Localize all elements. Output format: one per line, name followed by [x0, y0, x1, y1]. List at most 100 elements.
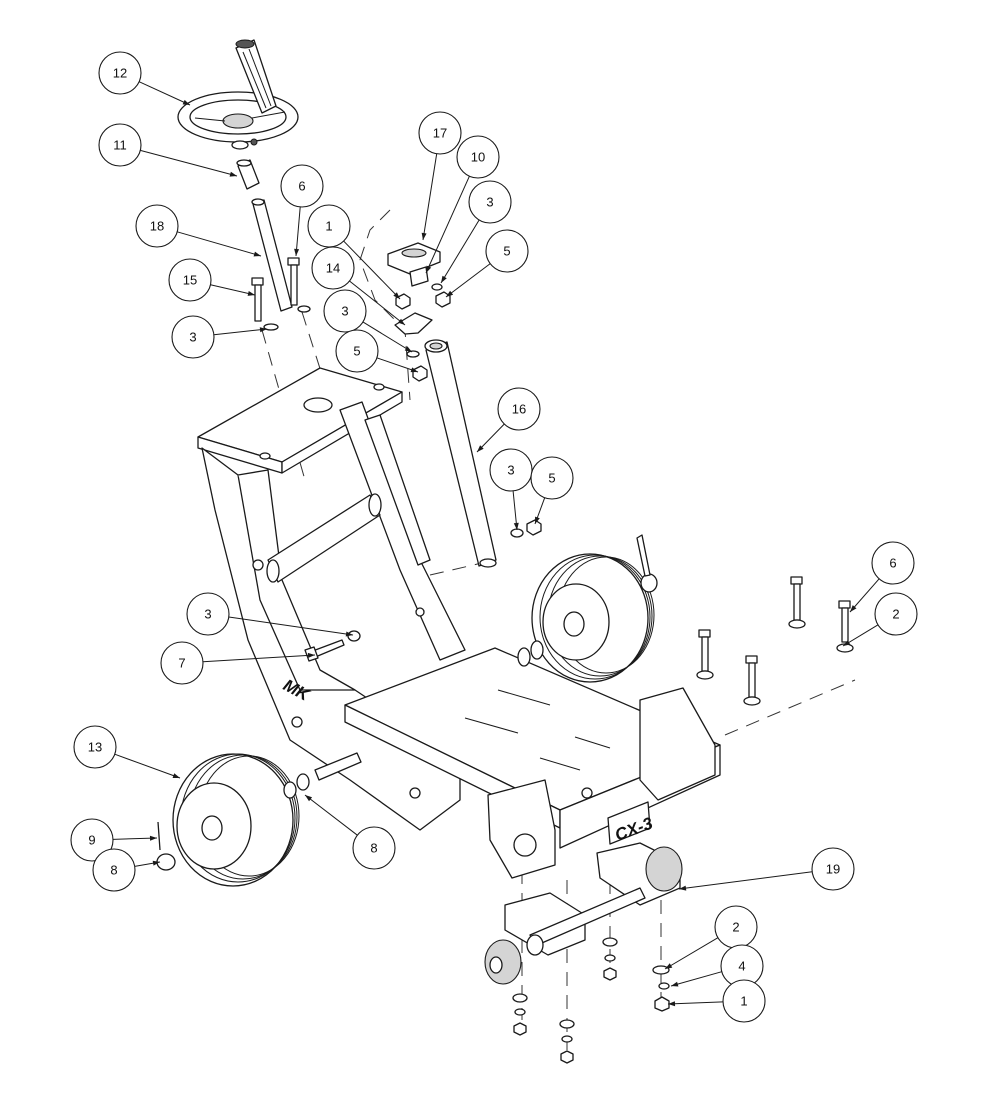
callout-arrowhead	[535, 516, 540, 524]
callout-arrowhead	[345, 631, 353, 637]
callout-bubble	[311, 246, 355, 290]
callout-bubble	[352, 826, 396, 870]
callout-15: 15	[168, 258, 256, 302]
callout-10: 10	[425, 135, 500, 274]
callout-label: 19	[826, 862, 840, 877]
callout-3: 3	[323, 289, 413, 353]
callout-leader	[138, 81, 191, 106]
callout-bubble	[92, 848, 136, 892]
callout-bubble	[280, 164, 324, 208]
callout-6: 6	[849, 541, 915, 613]
callout-arrowhead	[393, 292, 400, 299]
callout-leader	[349, 280, 406, 326]
callout-arrowhead	[426, 265, 432, 273]
callout-label: 11	[113, 138, 127, 153]
callout-arrowhead	[850, 605, 857, 612]
callout-3: 3	[186, 592, 354, 637]
callout-label: 5	[548, 471, 555, 486]
callout-arrowhead	[668, 1001, 676, 1007]
callout-bubble	[456, 135, 500, 179]
callout-leader	[422, 153, 438, 241]
callout-bubble	[497, 387, 541, 431]
callout-1: 1	[667, 979, 766, 1023]
callout-leader	[202, 654, 316, 663]
callout-leader	[177, 231, 262, 257]
callout-13: 13	[73, 725, 181, 779]
handwheel-part	[177, 39, 299, 150]
lower-fasteners	[512, 937, 670, 1064]
callout-leader	[440, 219, 480, 284]
callout-leader	[425, 175, 470, 274]
callout-3: 3	[171, 315, 268, 359]
callout-bubble	[160, 641, 204, 685]
callout-label: 3	[486, 195, 493, 210]
callout-5: 5	[335, 329, 419, 373]
callout-arrowhead	[307, 652, 315, 658]
callout-label: 3	[341, 304, 348, 319]
callout-leader	[667, 1001, 724, 1005]
callout-leader	[140, 149, 238, 177]
wheel-right	[517, 534, 658, 683]
callout-arrowhead	[182, 99, 190, 105]
callout-arrowhead	[253, 251, 261, 257]
callout-arrowhead	[513, 522, 519, 530]
callout-9: 9	[70, 818, 158, 862]
rear-bolts	[696, 576, 854, 706]
callout-3: 3	[440, 180, 512, 284]
callout-label: 9	[88, 833, 95, 848]
callout-bubble	[811, 847, 855, 891]
callout-label: 3	[189, 330, 196, 345]
callout-bubble	[171, 315, 215, 359]
callout-label: 13	[88, 740, 102, 755]
callout-arrowhead	[397, 318, 405, 325]
callout-leader	[112, 837, 158, 840]
callout-arrowhead	[305, 795, 313, 802]
callout-8: 8	[92, 848, 161, 892]
callout-bubble	[70, 818, 114, 862]
callout-label: 8	[370, 841, 377, 856]
callout-leader	[295, 206, 301, 257]
callout-arrowhead	[229, 171, 237, 177]
callout-2: 2	[664, 905, 758, 970]
callout-bubble	[323, 289, 367, 333]
callout-8: 8	[304, 794, 396, 870]
callout-label: 3	[507, 463, 514, 478]
callout-label: 2	[732, 920, 739, 935]
callout-label: 3	[204, 607, 211, 622]
callout-bubble	[485, 229, 529, 273]
callout-bubble	[722, 979, 766, 1023]
callout-bubble	[530, 456, 574, 500]
callout-leader	[376, 357, 419, 373]
callout-12: 12	[98, 51, 191, 106]
callout-label: 2	[892, 607, 899, 622]
callout-leader	[114, 753, 181, 779]
callout-label: 17	[433, 126, 447, 141]
callout-arrowhead	[441, 275, 447, 283]
callout-label: 6	[889, 556, 896, 571]
callout-3: 3	[489, 448, 533, 531]
column-fasteners	[510, 519, 542, 538]
callout-bubble	[73, 725, 117, 769]
main-frame	[197, 367, 721, 879]
callout-label: 1	[740, 994, 747, 1009]
sleeve-part	[236, 159, 260, 190]
callout-bubble	[98, 123, 142, 167]
callout-arrowhead	[152, 860, 160, 866]
callout-label: 18	[150, 219, 164, 234]
callout-17: 17	[418, 111, 462, 241]
wheel-left	[156, 752, 362, 887]
callout-label: 1	[325, 219, 332, 234]
callout-label: 12	[113, 66, 127, 81]
callout-arrowhead	[172, 773, 180, 778]
callout-5: 5	[445, 229, 529, 298]
callout-leader	[213, 328, 268, 336]
callout-16: 16	[476, 387, 541, 453]
bolt-upper-right	[287, 257, 311, 313]
callout-arrowhead	[477, 445, 484, 452]
callout-bubble	[168, 258, 212, 302]
callout-bubble	[186, 592, 230, 636]
callout-label: 15	[183, 273, 197, 288]
callout-arrowhead	[410, 367, 418, 373]
callout-5: 5	[530, 456, 574, 525]
